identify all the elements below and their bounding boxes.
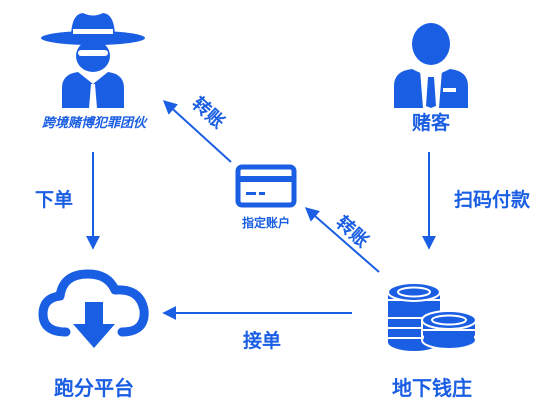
bank-label: 地下钱庄 [392, 376, 472, 400]
bank-card-icon [235, 164, 297, 208]
order-edge-label: 下单 [34, 189, 73, 211]
coin-stack-icon [387, 282, 477, 351]
account-label: 指定账户 [241, 216, 290, 230]
arrow-transfer-top [162, 100, 232, 163]
syndicate-label: 跨境赌博犯罪团伙 [41, 116, 146, 131]
cloud-download-icon [38, 269, 149, 348]
businessman-icon [394, 23, 468, 108]
gangster-icon [41, 13, 145, 108]
take-order-edge-label: 接单 [242, 330, 281, 352]
platform-label: 跑分平台 [54, 376, 134, 400]
scan-pay-edge-label: 扫码付款 [453, 189, 530, 211]
arrow-transfer-bottom [304, 207, 380, 273]
gambler-label: 赌客 [411, 112, 450, 134]
